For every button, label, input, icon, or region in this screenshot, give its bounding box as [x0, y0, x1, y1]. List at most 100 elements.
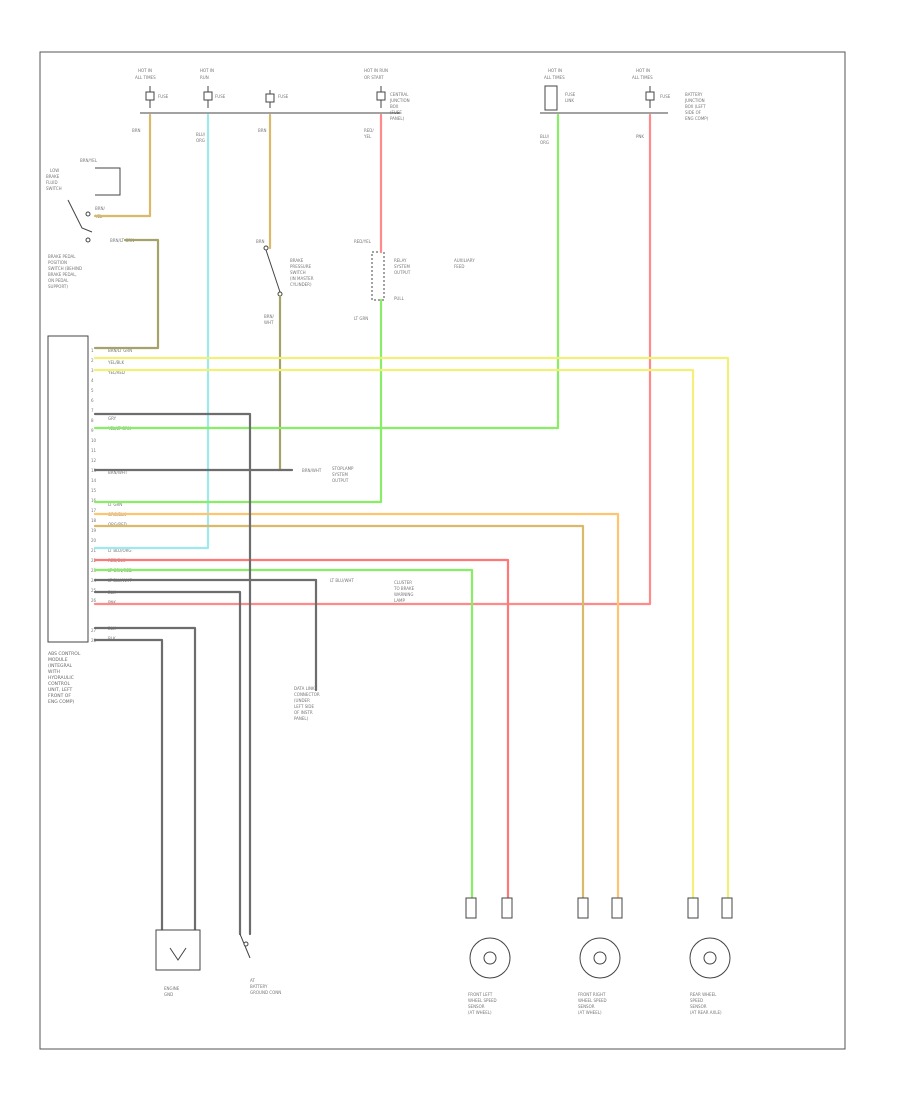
- svg-text:14: 14: [91, 478, 97, 483]
- svg-text:6: 6: [91, 398, 94, 403]
- svg-text:ENG COMP): ENG COMP): [48, 699, 74, 705]
- svg-text:ENG COMP): ENG COMP): [685, 116, 709, 121]
- svg-text:ORG/RED: ORG/RED: [108, 522, 127, 527]
- svg-text:YEL: YEL: [363, 134, 372, 139]
- svg-text:FUSE: FUSE: [215, 94, 226, 99]
- svg-text:UNIT, LEFT: UNIT, LEFT: [48, 687, 72, 693]
- svg-text:PNK: PNK: [636, 134, 644, 139]
- svg-text:ORG: ORG: [196, 138, 205, 143]
- wire-gry: [93, 412, 252, 936]
- svg-text:(AT WHEEL): (AT WHEEL): [578, 1010, 602, 1015]
- svg-text:24: 24: [91, 578, 97, 583]
- svg-text:CYLINDER): CYLINDER): [290, 282, 312, 287]
- wire-org-red: [93, 524, 585, 900]
- svg-text:PRESSURE: PRESSURE: [290, 264, 312, 269]
- svg-text:OUTPUT: OUTPUT: [332, 478, 349, 483]
- svg-text:LOW: LOW: [50, 168, 59, 173]
- svg-text:LT GRN: LT GRN: [108, 502, 122, 507]
- svg-text:LT GRN: LT GRN: [354, 316, 368, 321]
- svg-text:CLUSTER: CLUSTER: [394, 580, 412, 585]
- svg-text:SENSOR: SENSOR: [578, 1004, 595, 1009]
- wire-yel-blk: [93, 356, 730, 900]
- wire-yel-ltgrn: [93, 113, 560, 430]
- svg-text:BRN: BRN: [258, 128, 267, 133]
- svg-text:BRN: BRN: [132, 128, 141, 133]
- svg-text:(INTEGRAL: (INTEGRAL: [48, 663, 73, 669]
- svg-text:19: 19: [91, 528, 97, 533]
- wire-blk-27: [93, 626, 197, 932]
- svg-text:PANEL): PANEL): [294, 716, 309, 721]
- svg-text:LT BLU/WHT: LT BLU/WHT: [330, 578, 354, 583]
- svg-text:BRN/WHT: BRN/WHT: [302, 468, 322, 473]
- svg-text:YEL/RED: YEL/RED: [107, 370, 125, 375]
- svg-text:JUNCTION: JUNCTION: [684, 98, 705, 103]
- svg-text:15: 15: [91, 488, 97, 493]
- svg-text:2: 2: [91, 358, 94, 363]
- svg-text:JUNCTION: JUNCTION: [389, 98, 410, 103]
- svg-text:9: 9: [91, 428, 94, 433]
- wire-red-blk: [93, 558, 510, 900]
- svg-text:ON PEDAL: ON PEDAL: [48, 278, 69, 283]
- svg-text:FUSE: FUSE: [565, 92, 576, 97]
- svg-text:21: 21: [91, 548, 97, 553]
- svg-text:MODULE: MODULE: [48, 657, 68, 663]
- svg-text:ORG: ORG: [540, 140, 549, 145]
- svg-text:WHT: WHT: [264, 320, 274, 325]
- svg-text:SWITCH: SWITCH: [46, 186, 62, 191]
- svg-text:LINK: LINK: [565, 98, 574, 103]
- svg-text:CONNECTOR: CONNECTOR: [294, 692, 320, 697]
- svg-text:RELAY: RELAY: [394, 258, 407, 263]
- svg-text:WHEEL SPEED: WHEEL SPEED: [578, 998, 607, 1003]
- svg-text:YEL/BLK: YEL/BLK: [107, 360, 125, 365]
- wire-blk-25: [93, 590, 242, 936]
- svg-text:8: 8: [91, 418, 94, 423]
- svg-text:RED/: RED/: [364, 128, 374, 133]
- svg-text:OUTPUT: OUTPUT: [394, 270, 411, 275]
- wire-yel-red: [93, 368, 695, 900]
- svg-text:ALL TIMES: ALL TIMES: [135, 75, 156, 80]
- svg-text:10: 10: [91, 438, 97, 443]
- svg-text:12: 12: [91, 458, 97, 463]
- diagram-frame: [39, 51, 846, 1050]
- svg-text:FUSE: FUSE: [158, 94, 169, 99]
- svg-text:SUPPORT): SUPPORT): [48, 284, 68, 289]
- svg-text:BRN/: BRN/: [95, 206, 106, 211]
- svg-text:11: 11: [91, 448, 97, 453]
- wire-blk-28: [93, 638, 164, 932]
- svg-text:OF INSTR: OF INSTR: [294, 710, 313, 715]
- svg-text:27: 27: [91, 628, 97, 633]
- svg-text:WHEEL SPEED: WHEEL SPEED: [468, 998, 497, 1003]
- svg-text:STOPLAMP: STOPLAMP: [332, 466, 354, 471]
- svg-text:BRAKE PEDAL,: BRAKE PEDAL,: [48, 272, 77, 277]
- svg-text:16: 16: [91, 498, 97, 503]
- svg-text:ALL TIMES: ALL TIMES: [544, 75, 565, 80]
- svg-text:PNK: PNK: [108, 600, 116, 605]
- svg-text:13: 13: [91, 468, 97, 473]
- svg-text:7: 7: [91, 408, 94, 413]
- svg-text:22: 22: [91, 558, 97, 563]
- svg-text:BLK: BLK: [108, 636, 116, 641]
- svg-text:PULL: PULL: [394, 296, 405, 301]
- module-wire-labels: BRN/LT GRN YEL/BLK YEL/RED GRY YEL/LT GR…: [107, 348, 132, 641]
- svg-text:FRONT LEFT: FRONT LEFT: [468, 992, 493, 997]
- svg-text:3: 3: [91, 368, 94, 373]
- svg-text:4: 4: [91, 378, 94, 383]
- svg-text:HOT IN: HOT IN: [200, 68, 214, 73]
- svg-text:FUSE: FUSE: [660, 94, 671, 99]
- svg-text:HOT IN RUN: HOT IN RUN: [364, 68, 388, 73]
- svg-text:REAR WHEEL: REAR WHEEL: [690, 992, 717, 997]
- svg-text:BRN/YEL: BRN/YEL: [80, 158, 98, 163]
- svg-text:BRAKE: BRAKE: [290, 258, 304, 263]
- fuse-block-3: FUSE: [265, 90, 289, 108]
- svg-text:BLU/: BLU/: [540, 134, 550, 139]
- wire-brn-ltgrn: [93, 238, 160, 350]
- svg-text:LAMP: LAMP: [394, 598, 406, 603]
- svg-text:BRN: BRN: [256, 239, 265, 244]
